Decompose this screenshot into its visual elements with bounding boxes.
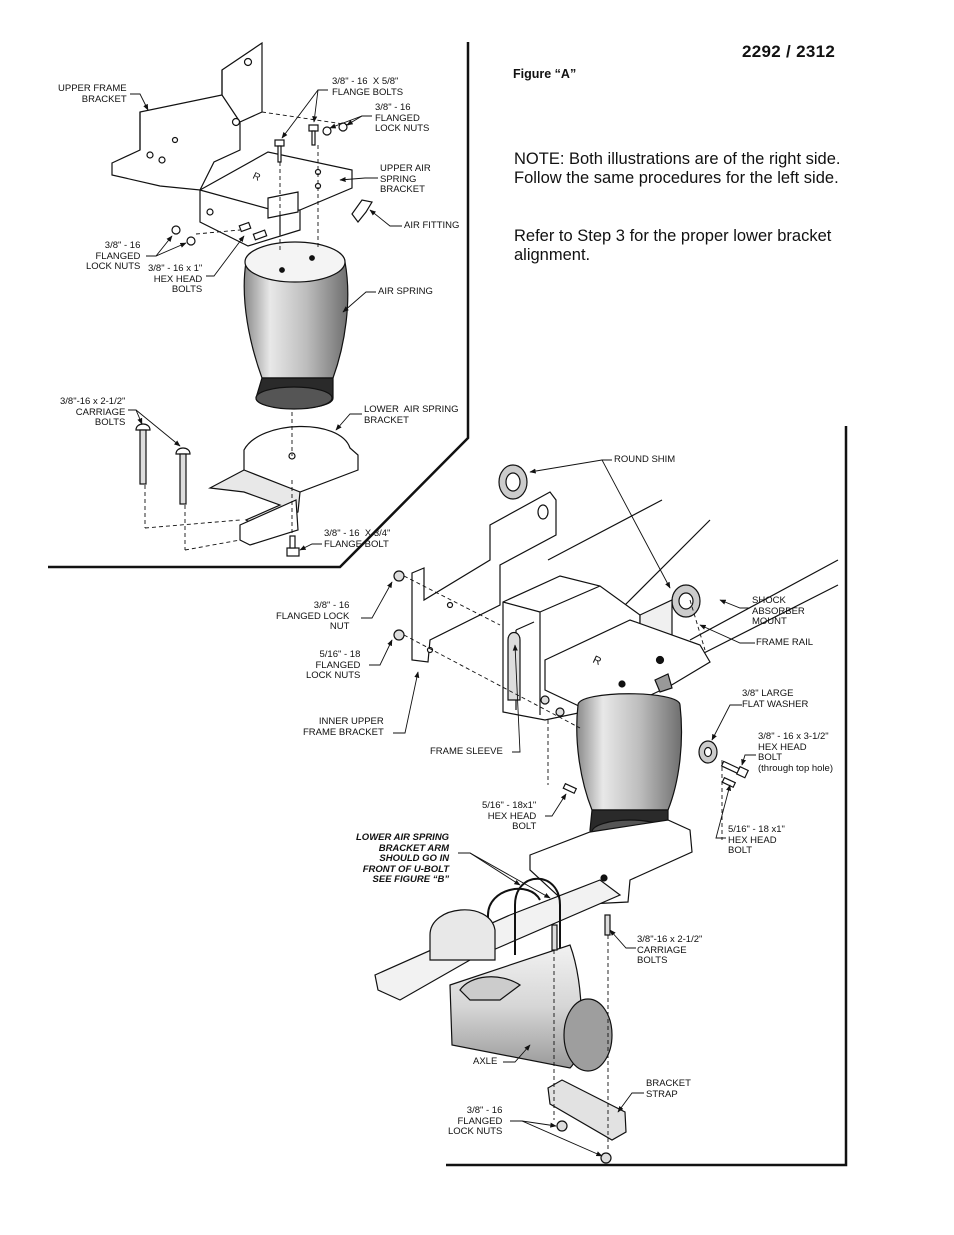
label-frame-rail: FRAME RAIL — [756, 637, 814, 648]
air-fitting-icon — [654, 673, 673, 693]
label-hex-head-bolt-top: 3/8" - 16 x 3-1/2" HEX HEAD BOLT (throug… — [758, 731, 833, 774]
axle — [449, 944, 582, 1069]
label-flanged-lock-nut: 3/8" - 16 FLANGED LOCK NUT — [276, 600, 350, 632]
carriage-bolt-icon — [551, 914, 611, 951]
flange-bolt-bottom-icon — [286, 535, 300, 557]
figure-b-leaders — [361, 459, 756, 1157]
label-flanged-lock-nuts-516: 5/16" - 18 FLANGED LOCK NUTS — [306, 649, 361, 681]
figure-a-border — [48, 42, 470, 569]
flange-bolt-top-icon — [274, 139, 285, 163]
label-carriage-bolts-a: 3/8"-16 x 2-1/2" CARRIAGE BOLTS — [60, 396, 126, 428]
air-spring-a — [243, 241, 349, 410]
bracket-strap — [547, 1079, 627, 1141]
flat-washer-icon — [698, 740, 718, 764]
hex-bolt-icon — [562, 760, 750, 795]
document-number: 2292 / 2312 — [742, 42, 836, 61]
lower-air-spring-bracket-a — [208, 425, 359, 546]
flange-bolt-top2-icon — [308, 124, 319, 146]
label-frame-sleeve: FRAME SLEEVE — [430, 746, 503, 757]
carriage-bolt-icon — [135, 423, 191, 505]
label-hex-head-bolts: 3/8" - 16 x 1" HEX HEAD BOLTS — [148, 263, 203, 295]
label-hex-head-bolt-left: 5/16" - 18x1" HEX HEAD BOLT — [482, 800, 537, 832]
label-upper-air-spring-bracket: UPPER AIR SPRING BRACKET — [380, 163, 431, 195]
u-bolt-icon — [487, 877, 561, 960]
label-air-spring: AIR SPRING — [378, 286, 433, 297]
label-air-fitting: AIR FITTING — [404, 220, 460, 231]
label-flange-bolt: 3/8" - 16 X 3/4" FLANGE BOLT — [324, 528, 391, 550]
label-bracket-strap: BRACKET STRAP — [646, 1078, 691, 1100]
inner-upper-frame-bracket — [411, 491, 557, 663]
lower-air-spring-bracket-b — [529, 819, 693, 906]
figure-a-label: Figure “A” — [513, 67, 577, 81]
figure-b-border — [446, 426, 848, 1167]
label-flange-bolts: 3/8" - 16 X 5/8" FLANGE BOLTS — [332, 76, 404, 98]
lock-nut-icon — [322, 126, 332, 136]
label-upper-frame-bracket: UPPER FRAME BRACKET — [58, 83, 127, 105]
label-shock-absorber-mount: SHOCK ABSORBER MOUNT — [752, 595, 805, 627]
label-inner-upper-frame-bracket: INNER UPPER FRAME BRACKET — [303, 716, 384, 738]
label-lower-air-spring-bracket: LOWER AIR SPRING BRACKET — [364, 404, 459, 426]
side-mark-icon: R — [251, 171, 262, 184]
note-text: NOTE: Both illustrations are of the righ… — [514, 150, 841, 187]
figure-b-drawing: R — [374, 464, 839, 1164]
refer-text: Refer to Step 3 for the proper lower bra… — [514, 227, 832, 264]
label-hex-head-bolt-right: 5/16" - 18 x1" HEX HEAD BOLT — [728, 824, 785, 856]
label-flanged-lock-nuts-top: 3/8" - 16 FLANGED LOCK NUTS — [375, 102, 430, 134]
label-round-shim: ROUND SHIM — [614, 454, 676, 465]
air-fitting-icon — [351, 199, 373, 223]
frame-rail — [547, 499, 839, 656]
label-axle: AXLE — [473, 1056, 498, 1067]
lock-nut-icon — [186, 236, 196, 246]
label-flanged-lock-nuts-bottom: 3/8" - 16 FLANGED LOCK NUTS — [448, 1105, 503, 1137]
figure-a-drawing: R — [111, 41, 373, 557]
label-large-flat-washer: 3/8" LARGE FLAT WASHER — [742, 688, 809, 710]
hex-bolt-icon — [238, 221, 268, 241]
label-flanged-lock-nuts-left: 3/8" - 16 FLANGED LOCK NUTS — [86, 240, 141, 272]
label-carriage-bolts-b: 3/8"-16 x 2-1/2" CARRIAGE BOLTS — [637, 934, 703, 966]
label-bracket-arm-note: LOWER AIR SPRING BRACKET ARM SHOULD GO I… — [356, 832, 450, 885]
lock-nut-icon — [171, 225, 181, 235]
figure-a-leaders — [128, 89, 402, 551]
axle-leaf-spring — [374, 879, 622, 1001]
